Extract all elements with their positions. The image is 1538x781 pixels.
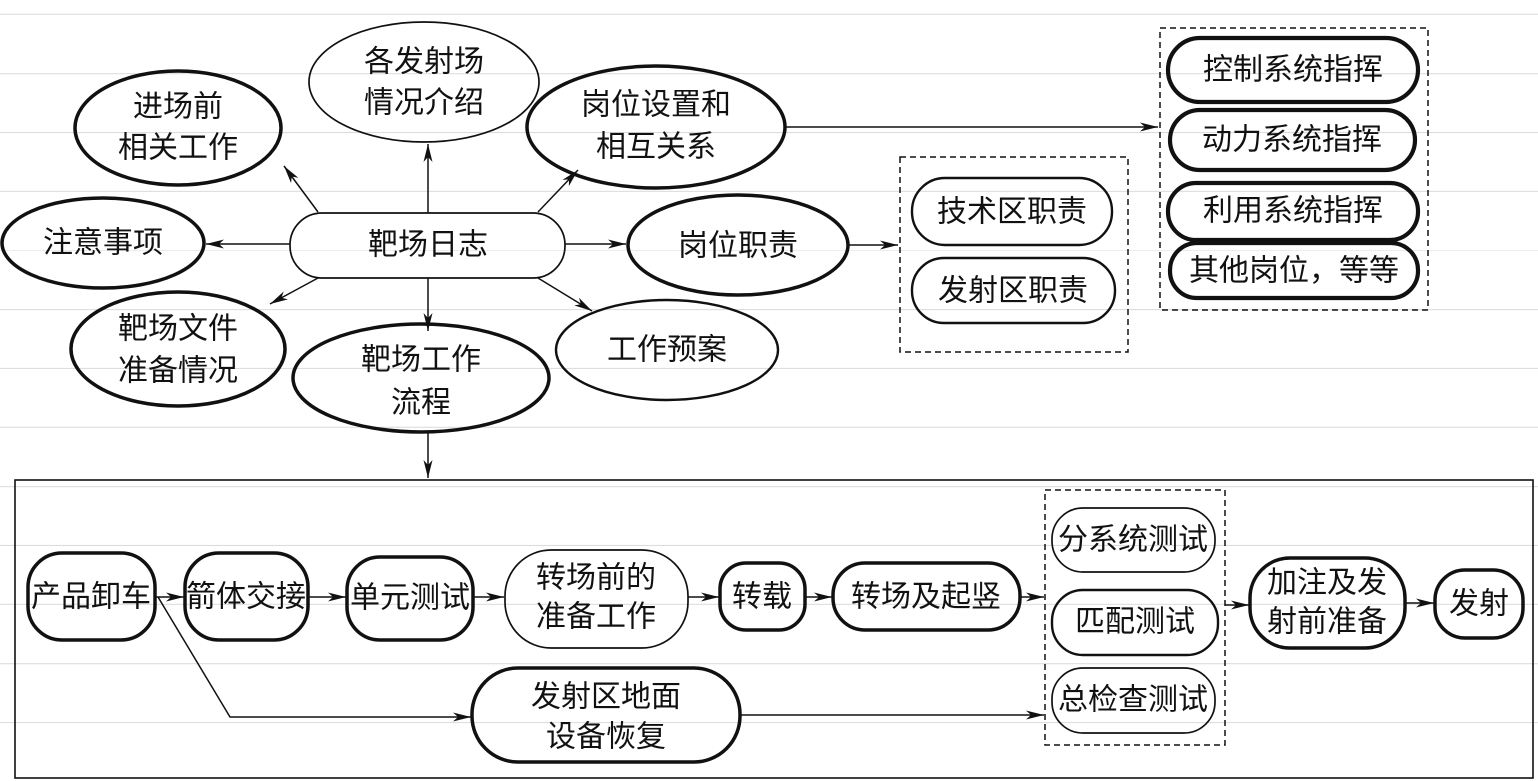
label-pre-entry-line1: 进场前 xyxy=(133,90,223,125)
label-sites-intro-line2: 情况介绍 xyxy=(364,86,484,121)
label-fueling-line2: 射前准备 xyxy=(1267,605,1387,640)
node-unload: 产品卸车 xyxy=(26,551,157,642)
label-pre-entry-line2: 相关工作 xyxy=(118,131,238,166)
node-launch: 发射 xyxy=(1433,568,1525,640)
process-frame xyxy=(14,479,1534,779)
label-utilization-command: 利用系统指挥 xyxy=(1203,194,1383,229)
label-pre-transfer-line2: 准备工作 xyxy=(536,600,656,635)
label-ground-restore-line2: 设备恢复 xyxy=(546,720,666,755)
label-ground-restore-line1: 发射区地面 xyxy=(531,680,681,715)
node-handover: 箭体交接 xyxy=(183,551,310,642)
label-transfer-erect: 转场及起竖 xyxy=(851,580,1001,615)
duty-areas-group: 技术区职责 发射区职责 xyxy=(899,156,1129,353)
arrow-hub-to-range-docs xyxy=(269,277,319,305)
label-workflow-line1: 靶场工作 xyxy=(361,343,481,378)
node-workflow: 靶场工作 流程 xyxy=(291,322,551,434)
label-handover: 箭体交接 xyxy=(186,580,306,615)
commands-group: 控制系统指挥 动力系统指挥 利用系统指挥 其他岗位，等等 xyxy=(1159,27,1429,311)
tests-group: 分系统测试 匹配测试 总检查测试 xyxy=(1044,489,1226,746)
arrow-hub-to-post-setup xyxy=(537,169,579,213)
label-sites-intro-line1: 各发射场 xyxy=(364,45,484,80)
label-post-setup-line2: 相互关系 xyxy=(596,130,716,165)
node-general-check-test: 总检查测试 xyxy=(1051,667,1216,734)
label-range-docs-line2: 准备情况 xyxy=(118,354,238,389)
node-control-command: 控制系统指挥 xyxy=(1165,35,1421,105)
node-sites-intro: 各发射场 情况介绍 xyxy=(308,21,540,143)
label-unit-test: 单元测试 xyxy=(350,581,470,616)
node-post-setup: 岗位设置和 相互关系 xyxy=(525,64,787,190)
node-range-docs: 靶场文件 准备情况 xyxy=(69,290,287,408)
node-transfer-erect: 转场及起竖 xyxy=(831,561,1022,632)
node-fueling: 加注及发 射前准备 xyxy=(1248,556,1407,650)
node-other-posts: 其他岗位，等等 xyxy=(1167,240,1421,301)
node-range-log-hub: 靶场日志 xyxy=(289,212,566,279)
label-workflow-line2: 流程 xyxy=(391,386,451,421)
label-precautions: 注意事项 xyxy=(43,226,163,261)
node-work-plan: 工作预案 xyxy=(554,298,780,402)
label-unload: 产品卸车 xyxy=(31,580,151,615)
node-technical-area-duty: 技术区职责 xyxy=(910,176,1114,247)
label-range-docs-line1: 靶场文件 xyxy=(118,312,238,347)
node-ground-restore: 发射区地面 设备恢复 xyxy=(470,666,742,764)
node-power-command: 动力系统指挥 xyxy=(1167,107,1418,173)
node-transship: 转载 xyxy=(718,561,807,632)
label-other-posts: 其他岗位，等等 xyxy=(1189,254,1399,289)
label-power-command: 动力系统指挥 xyxy=(1202,123,1382,158)
label-post-setup-line1: 岗位设置和 xyxy=(581,88,731,123)
node-post-duties: 岗位职责 xyxy=(626,193,850,297)
node-unit-test: 单元测试 xyxy=(345,555,475,642)
node-pre-entry: 进场前 相关工作 xyxy=(73,69,283,187)
label-launch: 发射 xyxy=(1449,587,1509,622)
arrow-unload-to-ground-restore xyxy=(157,596,471,722)
label-transship: 转载 xyxy=(732,580,792,615)
label-launch-area-duty: 发射区职责 xyxy=(938,274,1088,309)
label-post-duties: 岗位职责 xyxy=(678,229,798,264)
label-subsystem-test: 分系统测试 xyxy=(1058,523,1208,558)
label-range-log-hub: 靶场日志 xyxy=(368,228,488,263)
arrow-hub-to-pre-entry xyxy=(283,165,319,213)
label-matching-test: 匹配测试 xyxy=(1075,605,1195,640)
node-subsystem-test: 分系统测试 xyxy=(1051,507,1216,573)
node-precautions: 注意事项 xyxy=(0,196,206,290)
arrow-hub-to-work-plan xyxy=(537,277,593,312)
label-work-plan: 工作预案 xyxy=(607,333,727,368)
label-technical-area-duty: 技术区职责 xyxy=(937,195,1087,230)
label-control-command: 控制系统指挥 xyxy=(1203,53,1383,88)
node-pre-transfer: 转场前的 准备工作 xyxy=(504,549,689,649)
node-launch-area-duty: 发射区职责 xyxy=(910,256,1117,325)
label-fueling-line1: 加注及发 xyxy=(1267,566,1387,601)
node-utilization-command: 利用系统指挥 xyxy=(1165,180,1421,243)
label-pre-transfer-line1: 转场前的 xyxy=(536,561,656,596)
label-general-check-test: 总检查测试 xyxy=(1058,683,1208,718)
node-matching-test: 匹配测试 xyxy=(1050,588,1220,657)
